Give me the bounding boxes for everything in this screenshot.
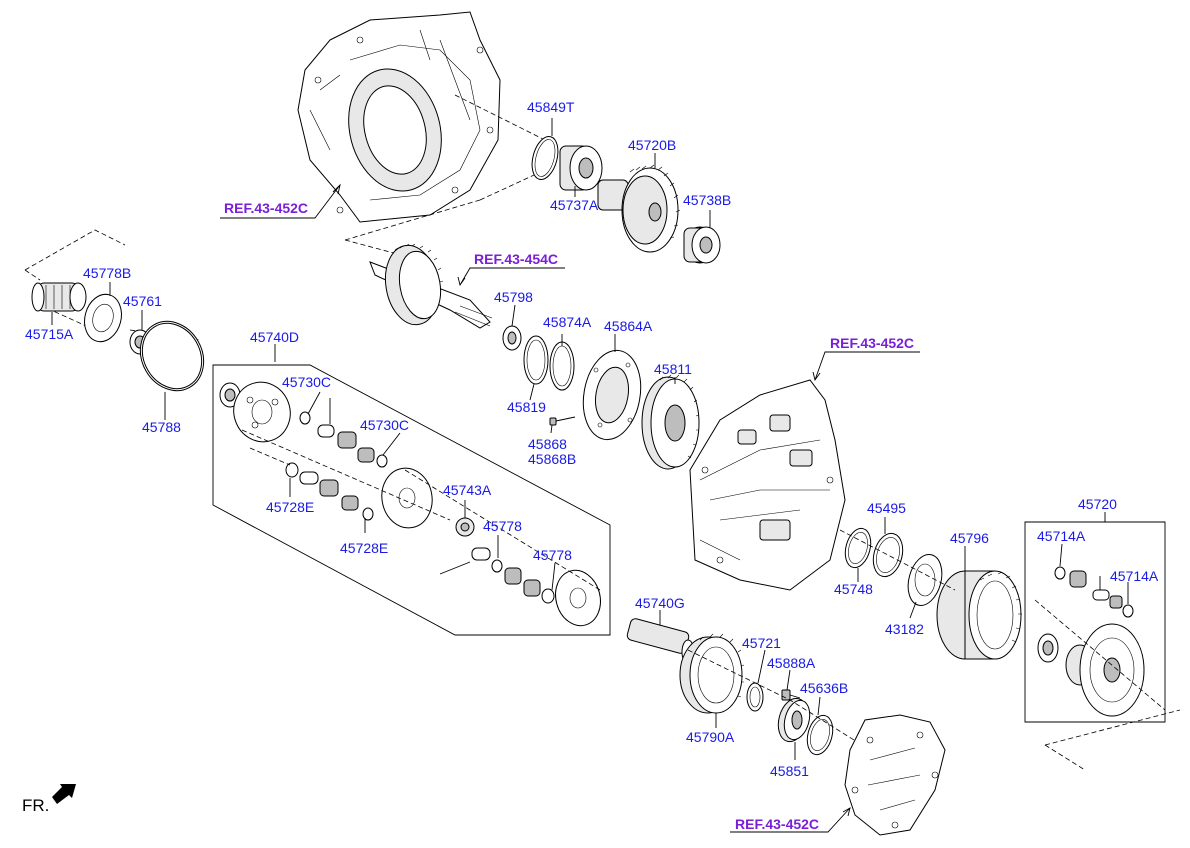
label-45796[interactable]: 45796 <box>950 530 989 546</box>
label-45730C-1[interactable]: 45730C <box>282 374 331 390</box>
label-45714A-2[interactable]: 45714A <box>1110 568 1159 584</box>
label-45714A-1[interactable]: 45714A <box>1037 528 1086 544</box>
bearing-45737A <box>559 145 603 191</box>
upper-transmission-housing <box>297 11 501 223</box>
label-45788[interactable]: 45788 <box>142 419 181 435</box>
label-45720B[interactable]: 45720B <box>628 137 676 153</box>
differential-assembly-45720 <box>1037 566 1145 717</box>
ref-pointer-1 <box>220 184 341 219</box>
label-45738B[interactable]: 45738B <box>683 192 731 208</box>
bearing-45851 <box>777 697 811 743</box>
carrier-assembly-45740D <box>219 381 601 627</box>
label-45761[interactable]: 45761 <box>123 293 162 309</box>
axis-line <box>1034 599 1181 771</box>
label-45874A[interactable]: 45874A <box>543 314 592 330</box>
lower-transmission-housing <box>689 379 846 591</box>
bolt-45868 <box>549 416 576 426</box>
retainer-45864A <box>582 349 642 441</box>
label-45798[interactable]: 45798 <box>494 289 533 305</box>
ref-label-43-452C-bottom[interactable]: REF.43-452C <box>735 816 819 832</box>
assembly-box-45720 <box>1024 521 1166 723</box>
label-45811[interactable]: 45811 <box>654 361 692 377</box>
label-45740D[interactable]: 45740D <box>250 329 299 345</box>
ref-label-43-452C-top[interactable]: REF.43-452C <box>224 200 308 216</box>
label-45715A[interactable]: 45715A <box>25 326 74 342</box>
label-45748[interactable]: 45748 <box>834 581 873 597</box>
label-45737A[interactable]: 45737A <box>550 197 599 213</box>
label-45721[interactable]: 45721 <box>742 635 781 651</box>
cover-45778B <box>84 293 122 343</box>
bearing-45738B <box>683 226 721 264</box>
snap-ring-45748 <box>844 527 872 569</box>
axis-line <box>839 529 956 591</box>
axis-line <box>241 429 601 591</box>
label-45851[interactable]: 45851 <box>770 763 809 779</box>
ref-pointer-4 <box>730 807 851 833</box>
sleeve-45715A <box>31 282 87 312</box>
ref-pointer-3 <box>814 351 920 381</box>
shim-45819 <box>523 335 549 385</box>
leader-lines <box>51 118 1129 760</box>
label-45868B[interactable]: 45868B <box>528 451 576 467</box>
label-45728E-2[interactable]: 45728E <box>340 540 388 556</box>
label-45720[interactable]: 45720 <box>1078 496 1117 512</box>
gear-45720B <box>597 164 681 253</box>
label-43182[interactable]: 43182 <box>885 621 924 637</box>
label-45849T[interactable]: 45849T <box>527 99 575 115</box>
ring-45874A <box>549 341 575 391</box>
label-45888A[interactable]: 45888A <box>767 655 816 671</box>
label-45730C-2[interactable]: 45730C <box>360 417 409 433</box>
assembly-box-45740D <box>212 364 611 636</box>
ref-label-43-452C-right[interactable]: REF.43-452C <box>830 335 914 351</box>
snap-ring-45849T <box>531 136 559 180</box>
side-cover <box>844 714 946 836</box>
oil-guide-43182 <box>907 554 943 606</box>
label-45864A[interactable]: 45864A <box>604 318 653 334</box>
label-45778-1[interactable]: 45778 <box>483 518 522 534</box>
axis-line <box>24 229 201 341</box>
label-45743A[interactable]: 45743A <box>443 482 492 498</box>
input-shaft-assembly <box>369 243 493 329</box>
gear-45790A <box>679 633 745 714</box>
washer-45798 <box>502 325 522 351</box>
label-45495[interactable]: 45495 <box>867 500 906 516</box>
label-45636B[interactable]: 45636B <box>800 680 848 696</box>
label-45728E-1[interactable]: 45728E <box>266 499 314 515</box>
label-45740G[interactable]: 45740G <box>635 595 685 611</box>
ring-45636B <box>806 714 834 756</box>
ref-label-43-454C[interactable]: REF.43-454C <box>474 251 558 267</box>
snap-ring-45788 <box>139 320 205 392</box>
label-45778-2[interactable]: 45778 <box>533 547 572 563</box>
gear-45811 <box>641 374 700 470</box>
label-45868[interactable]: 45868 <box>528 436 567 452</box>
label-45819[interactable]: 45819 <box>507 399 546 415</box>
ring-gear-45796 <box>936 570 1022 660</box>
label-45790A[interactable]: 45790A <box>686 729 735 745</box>
ref-pointer-2 <box>459 267 565 286</box>
label-45778B[interactable]: 45778B <box>83 265 131 281</box>
front-orientation-label: FR. <box>22 796 49 815</box>
front-direction-arrow-icon <box>52 784 76 804</box>
axis-line <box>687 649 871 751</box>
